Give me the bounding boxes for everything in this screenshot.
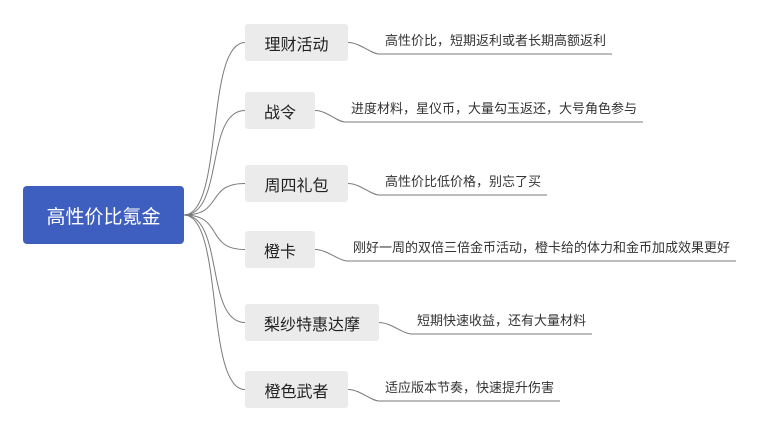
branch-node-lisha-daruma[interactable]: 梨纱特惠达摩	[245, 304, 379, 341]
connector-root-to-battle-pass	[183, 110, 246, 216]
connector-root-to-orange-warrior	[183, 214, 246, 390]
branch-note-battle-pass: 进度材料，星仪币，大量勾玉返还，大号角色参与	[351, 102, 638, 117]
branch-node-battle-pass[interactable]: 战令	[245, 92, 315, 129]
branch-label: 战令	[263, 102, 296, 122]
connector-root-to-wealth-activity	[183, 42, 246, 216]
branch-note-thursday-pack: 高性价比低价格，别忘了买	[385, 175, 542, 190]
connector-root-to-thursday-pack	[183, 183, 246, 216]
branch-note-orange-card: 刚好一周的双倍三倍金币活动，橙卡给的体力和金币加成效果更好	[353, 241, 731, 256]
branch-label: 橙卡	[263, 241, 296, 261]
connector-to-note-orange-card	[314, 249, 736, 262]
branch-label: 梨纱特惠达摩	[263, 314, 360, 334]
branch-node-thursday-pack[interactable]: 周四礼包	[245, 165, 348, 202]
branch-note-orange-warrior: 适应版本节奏，快速提升伤害	[385, 381, 555, 396]
branch-label: 橙色武者	[264, 381, 329, 401]
branch-node-wealth-activity[interactable]: 理财活动	[245, 24, 348, 61]
connector-root-to-orange-card	[183, 214, 246, 250]
connector-root-to-lisha-daruma	[183, 214, 246, 323]
connector-to-note-wealth-activity	[347, 42, 612, 55]
connector-to-note-lisha-daruma	[378, 322, 592, 335]
root-label: 高性价比氪金	[46, 205, 161, 228]
branch-label: 周四礼包	[264, 175, 329, 195]
root-node[interactable]: 高性价比氪金	[23, 186, 184, 244]
branch-node-orange-card[interactable]: 橙卡	[245, 231, 315, 268]
branch-note-wealth-activity: 高性价比，短期返利或者长期高额返利	[385, 34, 607, 49]
branch-label: 理财活动	[264, 34, 329, 54]
connector-to-note-orange-warrior	[347, 389, 560, 402]
branch-node-orange-warrior[interactable]: 橙色武者	[245, 371, 348, 408]
connector-to-note-battle-pass	[314, 110, 643, 123]
connector-to-note-thursday-pack	[347, 183, 547, 196]
branch-note-lisha-daruma: 短期快速收益，还有大量材料	[417, 314, 587, 329]
